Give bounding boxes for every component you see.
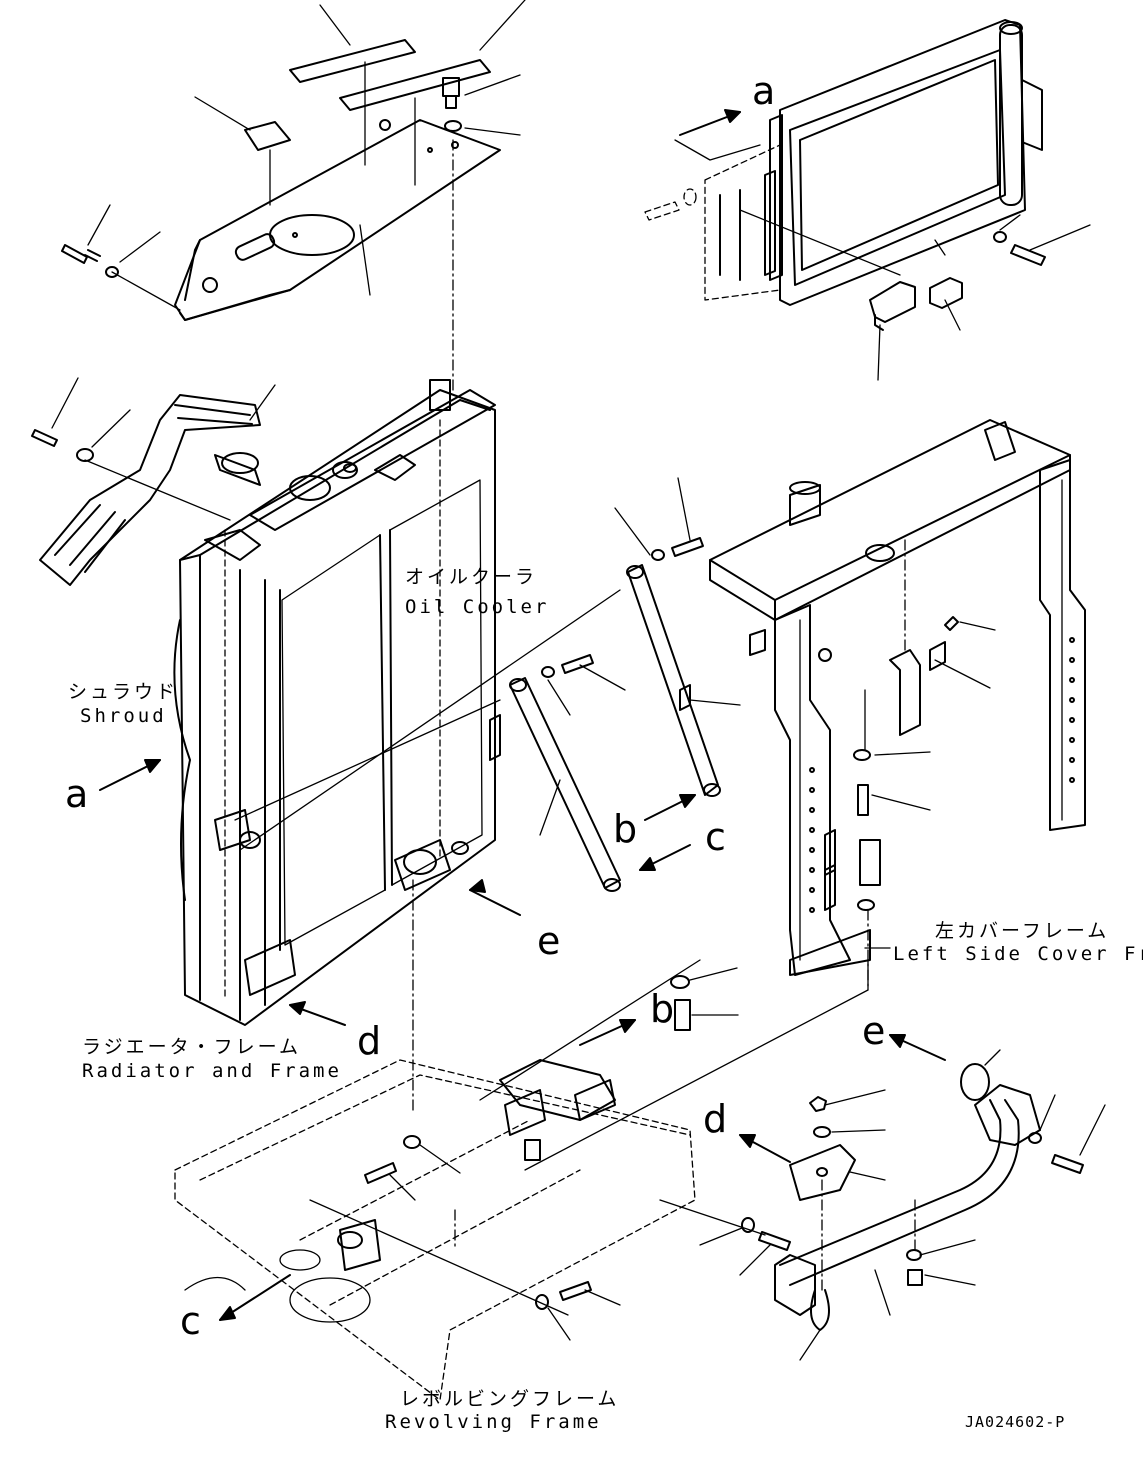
caution-labels [244, 39, 491, 151]
radiator-label-en: Radiator and Frame [82, 1060, 342, 1082]
tube-assembly [774, 1049, 1106, 1361]
oil-cooler-assembly [704, 19, 1043, 306]
shroud-label-jp: シュラウド [68, 681, 179, 703]
shroud-label-en: Shroud [80, 705, 167, 727]
top-leaders [87, 0, 526, 296]
oil-cooler-label-en: Oil Cooler [405, 596, 550, 618]
revolving-label-jp: レボルビングフレーム [400, 1388, 620, 1410]
ref-c-link: c [705, 815, 726, 859]
arrow-a-top [679, 109, 741, 136]
ref-a-top: a [752, 69, 776, 113]
ref-c-bottom: c [180, 1299, 201, 1343]
ref-e-right: e [862, 1009, 886, 1053]
ref-e-center: e [537, 919, 561, 963]
cover-frame-label-jp: 左カバーフレーム [935, 920, 1110, 942]
ref-a-left: a [65, 772, 89, 816]
drawing-code: JA024602-P [965, 1413, 1066, 1431]
bracket-d [659, 1089, 886, 1291]
cover-frame-label-en: Left Side Cover Frame [893, 943, 1143, 965]
oil-cooler-label-jp: オイルクーラ [405, 566, 538, 588]
ref-b-lower: b [650, 987, 675, 1031]
ref-b-link: b [613, 807, 638, 851]
top-cover-plate [174, 119, 501, 321]
top-left-bolts [61, 77, 462, 391]
arrows-b-c-e [99, 759, 696, 1026]
radiator-label-jp: ラジエータ・フレーム [82, 1036, 302, 1058]
ref-d-right: d [703, 1097, 728, 1141]
radiator-frame [173, 379, 501, 1111]
shroud-duct [31, 377, 276, 586]
oil-cooler-bolts [644, 139, 1091, 381]
arrow-e-right [889, 1034, 946, 1061]
left-side-cover-frame [479, 419, 1086, 1171]
support-links [234, 477, 741, 892]
revolving-label-en: Revolving Frame [385, 1411, 602, 1433]
revolving-frame [174, 1059, 696, 1401]
ref-d-left: d [357, 1019, 382, 1063]
lower-b-bolts [579, 967, 739, 1046]
